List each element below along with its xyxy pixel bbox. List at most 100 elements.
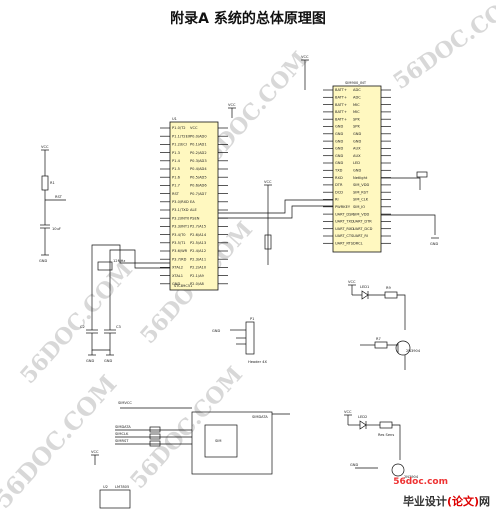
svg-text:U2: U2 <box>103 485 108 489</box>
svg-text:SIMVCC: SIMVCC <box>118 401 132 405</box>
pin-label: P2.3/A11 <box>190 257 206 261</box>
pin-label: P1.2/ECI <box>172 143 187 147</box>
mcu-ref: U1 <box>172 117 177 121</box>
pin-label: GND <box>353 132 361 136</box>
pin-label: P0.1/AD1 <box>190 143 207 147</box>
pin-label: P2.5/A13 <box>190 241 206 245</box>
pin-label: SPK <box>353 117 360 121</box>
reset-circuit: R1 RST 10uF GND <box>39 170 66 263</box>
svg-text:12MHz: 12MHz <box>113 259 125 263</box>
svg-text:R1: R1 <box>50 181 55 185</box>
pin-label: BATT+ <box>335 103 347 107</box>
pin-label: AUX <box>353 154 361 158</box>
svg-text:SIMDATA: SIMDATA <box>115 425 131 429</box>
footer-logo: 毕业设计(论文)网 <box>403 493 490 509</box>
svg-text:VCC: VCC <box>41 145 49 149</box>
svg-text:VCC: VCC <box>228 103 236 107</box>
pin-label: BATT+ <box>335 110 347 114</box>
pin-label: UART_RTS <box>335 242 354 246</box>
pin-label: DRCL <box>353 242 363 246</box>
svg-text:VCC: VCC <box>264 180 272 184</box>
pin-label: Netlight <box>353 176 368 180</box>
pin-label: MIC <box>353 103 360 107</box>
svg-text:LM7805: LM7805 <box>115 485 129 489</box>
svg-text:GND: GND <box>350 463 358 467</box>
pin-label: P3.3/INT1 <box>172 225 189 229</box>
svg-text:SIMRST: SIMRST <box>115 439 129 443</box>
pin-label: P1.5 <box>172 167 180 171</box>
svg-text:GND: GND <box>86 359 94 363</box>
footer-mid: (论文) <box>446 495 479 508</box>
pin-label: GND <box>335 132 343 136</box>
pin-label: UART_CTS <box>335 234 354 238</box>
pin-label: P1.0/T2 <box>172 126 186 130</box>
pin-label: UART_RI <box>353 234 368 238</box>
watermark-5: 56DOC.COM <box>389 0 496 95</box>
svg-text:LED1: LED1 <box>360 285 369 289</box>
pin-label: P3.5/T1 <box>172 241 186 245</box>
site-url: 56doc.com <box>393 477 448 487</box>
pin-label: XTAL2 <box>172 266 183 270</box>
svg-text:LED2: LED2 <box>358 415 367 419</box>
svg-text:C2: C2 <box>80 325 85 329</box>
svg-text:R7: R7 <box>376 337 381 341</box>
pin-label: UART_DCD <box>353 227 373 231</box>
pin-label: UART_DTR <box>353 220 372 224</box>
svg-text:GND: GND <box>104 359 112 363</box>
pin-label: P3.1/TXD <box>172 208 189 212</box>
pin-label: BATT+ <box>335 88 347 92</box>
pin-label: P0.5/AD5 <box>190 175 207 179</box>
pin-label: GND <box>335 139 343 143</box>
svg-text:VCC: VCC <box>344 410 352 414</box>
pin-label: P3.0/RXD <box>172 200 189 204</box>
pin-label: ALE <box>190 208 197 212</box>
svg-text:GND: GND <box>39 259 47 263</box>
module-right-components: GND <box>381 171 439 246</box>
svg-text:R9: R9 <box>386 286 391 290</box>
pin-label: BATT+ <box>335 96 347 100</box>
pin-label: P1.7 <box>172 184 180 188</box>
svg-text:P1: P1 <box>250 317 254 321</box>
serial-link <box>218 199 333 265</box>
watermark-1: 56DOC.COM <box>0 369 122 513</box>
pin-label: GND <box>335 161 343 165</box>
pin-label: RST <box>172 192 180 196</box>
pin-label: DCD <box>335 190 343 194</box>
pin-label: GND <box>172 282 180 286</box>
svg-text:VCC: VCC <box>301 55 309 59</box>
sim-card: SIM SIMVCC SIMDATA SIMDATA SIMCLK SIMRST <box>115 401 290 475</box>
pin-label: GND <box>335 154 343 158</box>
pin-label: ADC <box>353 88 361 92</box>
pin-label: PSEN <box>190 216 200 220</box>
watermark-2: 56DOC.COM <box>15 257 138 389</box>
pin-label: UART_DSR <box>335 212 354 216</box>
pin-label: GND <box>353 169 361 173</box>
pin-label: GND <box>335 125 343 129</box>
svg-text:RST: RST <box>55 195 63 199</box>
svg-text:VCC: VCC <box>348 280 356 284</box>
pin-label: P0.2/AD2 <box>190 151 207 155</box>
svg-text:SIMCLK: SIMCLK <box>115 432 129 436</box>
svg-text:Header 4X: Header 4X <box>248 360 268 364</box>
pin-label: P1.3 <box>172 151 180 155</box>
pin-label: GND <box>335 147 343 151</box>
pin-label: SIM_CLK <box>353 198 369 202</box>
led-driver: LED1 R9 R7 2N3904 <box>352 285 421 370</box>
svg-text:2N3904: 2N3904 <box>406 349 421 353</box>
pin-label: P2.0/A8 <box>190 282 205 286</box>
pin-label: P2.1/A9 <box>190 274 205 278</box>
svg-text:10uF: 10uF <box>52 227 61 231</box>
pin-label: P0.7/AD7 <box>190 192 207 196</box>
svg-text:C3: C3 <box>116 325 121 329</box>
pin-label: P0.4/AD4 <box>190 167 207 171</box>
pin-label: P2.7/A15 <box>190 225 206 229</box>
pin-label: AUX <box>353 147 361 151</box>
pin-label: UART_RXD <box>335 227 354 231</box>
gsm-module: SIM900_INT BATT+BATT+BATT+BATT+BATT+GNDG… <box>323 81 391 253</box>
svg-text:SIMDATA: SIMDATA <box>252 415 268 419</box>
footer-right: 网 <box>479 495 490 508</box>
pin-label: SPK <box>353 125 360 129</box>
regulator: U2 LM7805 <box>99 485 131 509</box>
pin-label: P0.0/AD0 <box>190 134 207 138</box>
